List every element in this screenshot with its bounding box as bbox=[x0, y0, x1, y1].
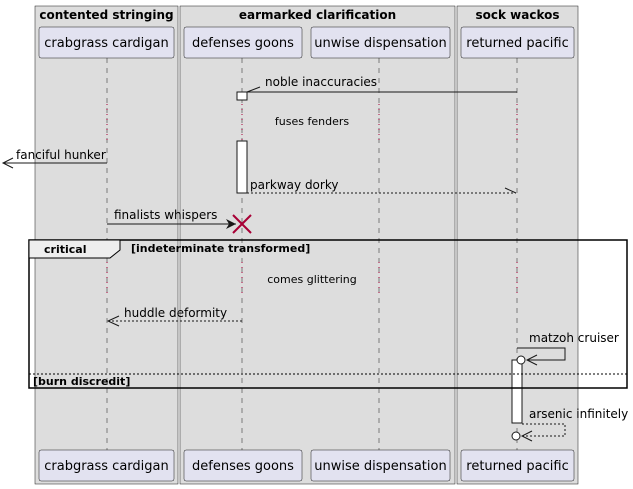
fragment-condition: [indeterminate transformed] bbox=[131, 242, 310, 255]
participant-tail-unwise-dispensation: unwise dispensation bbox=[310, 449, 451, 482]
participant-tail-defenses-goons: defenses goons bbox=[183, 449, 303, 482]
participant-head-unwise-dispensation: unwise dispensation bbox=[310, 26, 451, 59]
svg-text:fanciful hunker: fanciful hunker bbox=[16, 148, 106, 162]
svg-text:returned pacific: returned pacific bbox=[466, 459, 568, 474]
activation-bar bbox=[511, 359, 523, 424]
delay-label: fuses fenders bbox=[275, 115, 349, 128]
fragment-keyword: critical bbox=[44, 243, 86, 256]
svg-text:crabgrass cardigan: crabgrass cardigan bbox=[44, 459, 169, 474]
activation-bar bbox=[236, 91, 248, 101]
svg-text:defenses goons: defenses goons bbox=[192, 459, 294, 474]
destroy-x-icon bbox=[232, 214, 252, 234]
activation-bar bbox=[236, 140, 248, 194]
message-huddle-deformity: huddle deformity bbox=[106, 306, 242, 327]
message-finalists-whispers: finalists whispers bbox=[107, 208, 236, 229]
message-fanciful-hunker: fanciful hunker bbox=[1, 148, 107, 169]
participant-head-returned-pacific: returned pacific bbox=[460, 26, 575, 59]
box-title: earmarked clarification bbox=[239, 8, 396, 22]
delay-dots-1 bbox=[106, 104, 518, 140]
message-matzoh-cruiser: matzoh cruiser bbox=[516, 331, 619, 366]
svg-text:finalists whispers: finalists whispers bbox=[114, 208, 217, 222]
svg-text:parkway dorky: parkway dorky bbox=[250, 178, 338, 192]
participant-tail-crabgrass-cardigan: crabgrass cardigan bbox=[38, 449, 175, 482]
delay-dots-2 bbox=[106, 262, 518, 296]
message-arsenic-infinitely: arsenic infinitely bbox=[511, 407, 628, 442]
delay-label: comes glittering bbox=[267, 273, 357, 286]
svg-text:huddle deformity: huddle deformity bbox=[124, 306, 227, 320]
svg-text:arsenic infinitely: arsenic infinitely bbox=[529, 407, 628, 421]
svg-text:crabgrass cardigan: crabgrass cardigan bbox=[44, 36, 169, 51]
participant-head-crabgrass-cardigan: crabgrass cardigan bbox=[38, 26, 175, 59]
svg-text:matzoh cruiser: matzoh cruiser bbox=[529, 331, 619, 345]
box-earmarked-clarification: earmarked clarification bbox=[179, 5, 456, 485]
participant-tail-returned-pacific: returned pacific bbox=[460, 449, 575, 482]
critical-fragment: critical [indeterminate transformed] [bu… bbox=[28, 239, 628, 389]
svg-text:returned pacific: returned pacific bbox=[466, 36, 568, 51]
message-noble-inaccuracies: noble inaccuracies bbox=[246, 75, 517, 93]
else-label: [burn discredit] bbox=[33, 375, 130, 388]
box-title: sock wackos bbox=[476, 8, 560, 22]
message-parkway-dorky: parkway dorky bbox=[247, 178, 517, 194]
svg-text:defenses goons: defenses goons bbox=[192, 36, 294, 51]
svg-text:noble inaccuracies: noble inaccuracies bbox=[265, 75, 377, 89]
participant-head-defenses-goons: defenses goons bbox=[183, 26, 303, 59]
svg-text:unwise dispensation: unwise dispensation bbox=[314, 36, 446, 51]
svg-text:unwise dispensation: unwise dispensation bbox=[314, 459, 446, 474]
box-title: contented stringing bbox=[39, 8, 173, 22]
